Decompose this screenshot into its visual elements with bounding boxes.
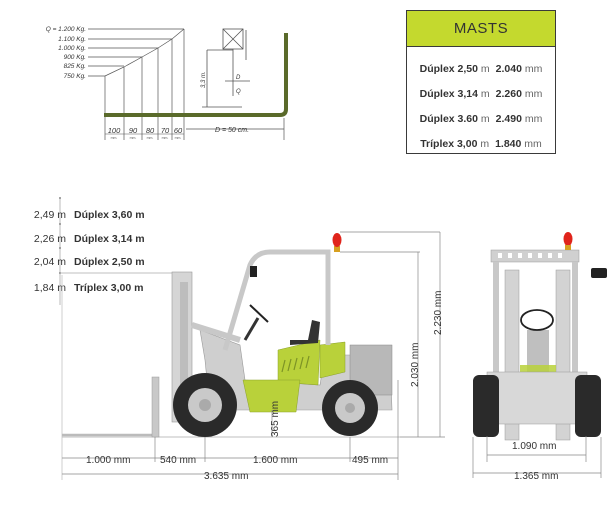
mast-height-value: 2,49 m	[33, 209, 66, 221]
mast-height-name: Dúplex 2,50 m	[74, 256, 145, 268]
capacity-label: 1.100 Kg.	[58, 36, 86, 43]
height-label: 3,3 m.	[201, 71, 207, 88]
mast-height-name: Dúplex 3,14 m	[74, 233, 145, 245]
ground-clearance-dimension: 365 mm	[270, 400, 281, 437]
front-overhang-dimension: 540 mm	[160, 455, 197, 466]
q-label: Q	[236, 89, 241, 95]
forklift-front-view	[465, 225, 613, 485]
svg-text:mm.: mm.	[111, 136, 118, 140]
mast-height-name: Tríplex 3,00 m	[74, 282, 144, 294]
load-center-value: 80	[146, 126, 155, 135]
svg-text:mm.: mm.	[162, 136, 169, 140]
fork-length-dimension: 1.000 mm	[86, 455, 131, 466]
load-center-value: 100	[108, 126, 121, 135]
svg-text:mm.: mm.	[147, 136, 154, 140]
masts-row: Dúplex 3,14 m 2.260 mm	[419, 87, 543, 100]
mast-height-value: 2,26 m	[33, 233, 66, 245]
mast-height-value: 2,04 m	[33, 256, 66, 268]
masts-row: Tríplex 3,00 m 1.840 mm	[420, 137, 542, 150]
fork-length-label: D = 50 cm.	[215, 127, 249, 134]
mast-heights-scale	[0, 195, 200, 305]
overall-width-dimension: 1.365 mm	[514, 471, 559, 482]
overall-height-dimension: 2.230 mm	[433, 290, 444, 335]
load-center-value: 60	[174, 126, 183, 135]
capacity-label: 750 Kg.	[64, 73, 87, 80]
capacity-label: 900 Kg.	[64, 54, 87, 61]
overall-length-dimension: 3.635 mm	[204, 471, 249, 482]
capacity-label: 1.000 Kg.	[58, 45, 86, 52]
svg-text:mm.: mm.	[175, 136, 182, 140]
rear-wheel	[322, 380, 378, 436]
rear-overhang-dimension: 495 mm	[352, 455, 389, 466]
load-center-value: 70	[161, 126, 170, 135]
cab-height-dimension: 2.030 mm	[410, 342, 421, 387]
mast-height-value: 1,84 m	[33, 282, 66, 294]
wheelbase-dimension: 1.600 mm	[253, 455, 298, 466]
load-chart-graphic: Q = 1.200 Kg. 1.100 Kg. 1.000 Kg. 900 Kg…	[46, 26, 288, 140]
load-capacity-chart: Q = 1.200 Kg. 1.100 Kg. 1.000 Kg. 900 Kg…	[0, 0, 300, 150]
capacity-label: Q = 1.200 Kg.	[46, 26, 86, 33]
forklift-side-view	[0, 220, 470, 485]
masts-row: Dúplex 2,50 m 2.040 mm	[419, 62, 543, 75]
svg-text:mm.: mm.	[130, 136, 137, 140]
load-center-value: 90	[129, 126, 138, 135]
track-width-dimension: 1.090 mm	[512, 441, 557, 452]
d-label: D	[236, 75, 241, 81]
fork-shape	[104, 33, 288, 117]
masts-table: MASTS Dúplex 2,50 m 2.040 mm Dúplex 3,14…	[406, 10, 556, 154]
masts-table-title: MASTS	[407, 11, 555, 47]
capacity-label: 825 Kg.	[64, 63, 87, 70]
front-wheel	[173, 373, 237, 437]
masts-row: Dúplex 3.60 m 2.490 mm	[419, 112, 543, 125]
mast-height-name: Dúplex 3,60 m	[74, 209, 145, 221]
